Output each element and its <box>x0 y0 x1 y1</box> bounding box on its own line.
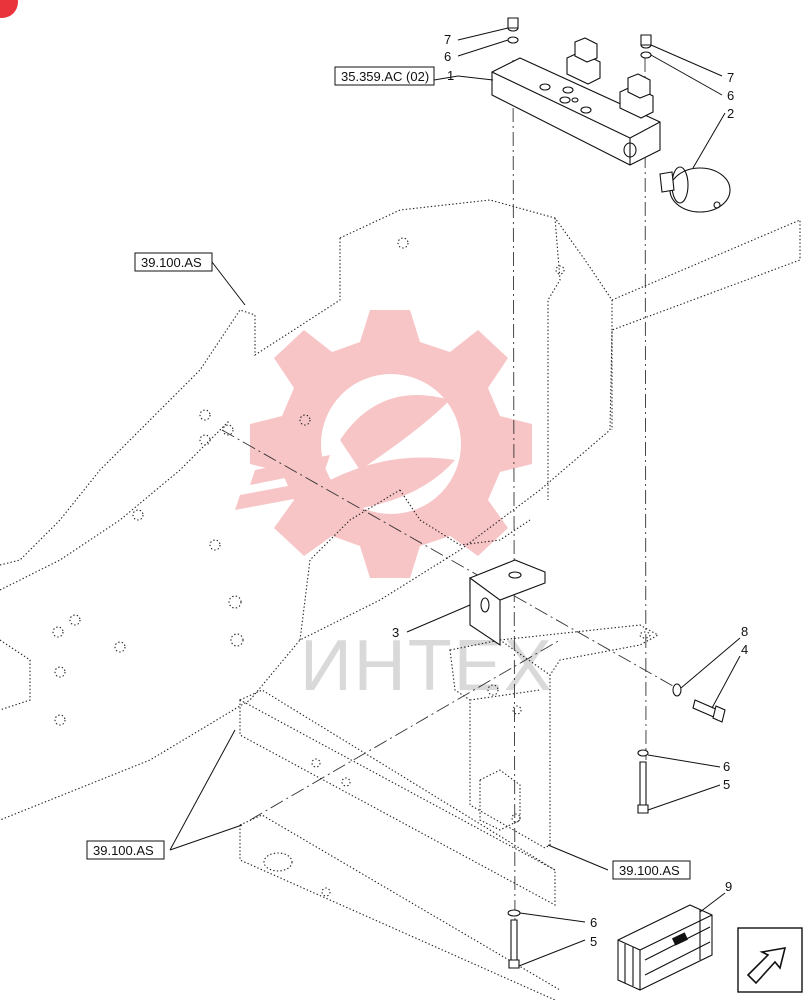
callout-6-top-right: 6 <box>727 88 734 103</box>
callout-7-top-left: 7 <box>444 32 451 47</box>
svg-text:39.100.AS: 39.100.AS <box>141 255 202 270</box>
callout-6-right: 6 <box>723 759 730 774</box>
ref-frame-left: 39.100.AS <box>134 252 213 272</box>
callout-4: 4 <box>741 642 748 657</box>
bolt-washers <box>507 17 726 969</box>
svg-text:39.100.AS: 39.100.AS <box>619 863 680 878</box>
corner-marker-icon <box>0 0 18 18</box>
kit-box-icon <box>617 904 713 991</box>
mounting-plate-outline <box>449 624 660 849</box>
callout-3: 3 <box>392 625 399 640</box>
valve-block <box>491 37 661 166</box>
svg-text:35.359.AC (02): 35.359.AC (02) <box>341 69 429 84</box>
l-bracket <box>469 559 546 647</box>
callout-8: 8 <box>741 624 748 639</box>
frame-rear-outline <box>0 199 801 821</box>
callout-5-right: 5 <box>723 777 730 792</box>
frame-cross-member <box>239 689 561 1000</box>
callout-6-top-left: 6 <box>444 49 451 64</box>
ref-valve-block: 35.359.AC (02) <box>334 66 435 86</box>
watermark-gear-logo <box>235 310 532 578</box>
center-lines <box>221 57 681 941</box>
callout-1: 1 <box>447 68 454 83</box>
callout-9: 9 <box>725 879 732 894</box>
callout-5-bottom: 5 <box>590 934 597 949</box>
callout-6-bottom: 6 <box>590 915 597 930</box>
view-direction-arrow-icon <box>737 927 803 993</box>
ref-frame-bottom-left: 39.100.AS <box>86 840 165 860</box>
ref-frame-bottom-right: 39.100.AS <box>612 860 691 880</box>
callout-2: 2 <box>727 106 734 121</box>
callout-7-top-right: 7 <box>727 70 734 85</box>
accumulator <box>659 166 731 213</box>
leader-lines <box>169 27 741 967</box>
watermark-text: ИНТЕХ <box>300 626 554 706</box>
svg-text:39.100.AS: 39.100.AS <box>93 843 154 858</box>
